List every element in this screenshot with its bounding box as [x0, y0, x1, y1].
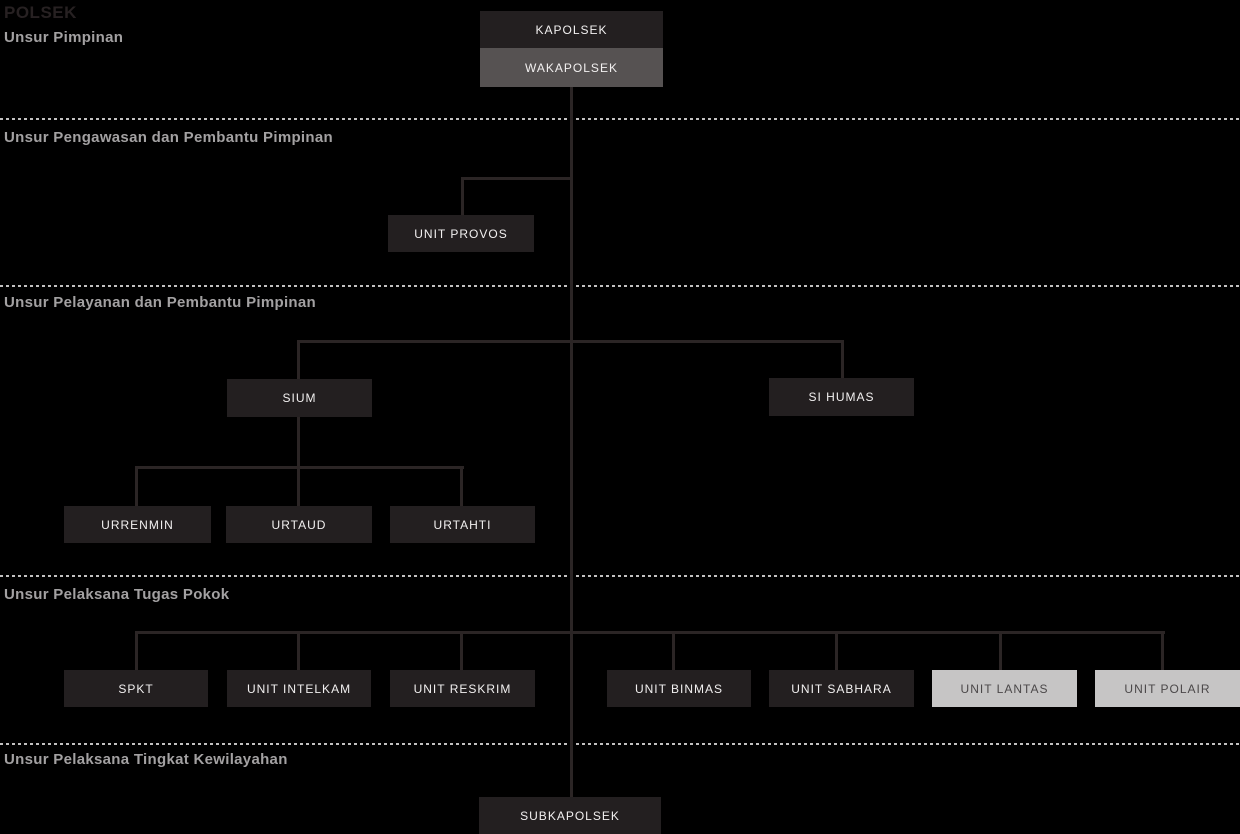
- connector-main-spine: [570, 87, 573, 797]
- connector-polair-stub: [1161, 634, 1164, 670]
- node-urrenmin: URRENMIN: [64, 506, 211, 543]
- node-unit-provos: UNIT PROVOS: [388, 215, 534, 252]
- connector-row3-horizontal: [297, 340, 844, 343]
- connector-urtaud-stub: [297, 469, 300, 506]
- section-divider-4: [0, 743, 1240, 745]
- connector-intelkam-stub: [297, 634, 300, 670]
- connector-binmas-stub: [672, 634, 675, 670]
- connector-urtahti-stub: [460, 469, 463, 506]
- section-heading-unsur-pimpinan: Unsur Pimpinan: [4, 29, 124, 46]
- section-heading-unsur-pelaksana-kewilayahan: Unsur Pelaksana Tingkat Kewilayahan: [4, 751, 288, 768]
- section-heading-unsur-pelaksana-tugas-pokok: Unsur Pelaksana Tugas Pokok: [4, 586, 230, 603]
- connector-lantas-stub: [999, 634, 1002, 670]
- node-unit-reskrim: UNIT RESKRIM: [390, 670, 535, 707]
- node-spkt: SPKT: [64, 670, 208, 707]
- node-wakapolsek: WAKAPOLSEK: [480, 48, 663, 87]
- connector-sihumas-stub-top: [841, 343, 844, 378]
- connector-urrenmin-stub: [135, 469, 138, 506]
- connector-reskrim-stub: [460, 634, 463, 670]
- section-heading-unsur-pengawasan: Unsur Pengawasan dan Pembantu Pimpinan: [4, 129, 333, 146]
- connector-sium-stub-bottom: [297, 417, 300, 466]
- node-sium: SIUM: [227, 379, 372, 417]
- connector-row4-horizontal: [135, 631, 1165, 634]
- node-unit-lantas: UNIT LANTAS: [932, 670, 1077, 707]
- node-urtahti: URTAHTI: [390, 506, 535, 543]
- node-unit-polair: UNIT POLAIR: [1095, 670, 1240, 707]
- node-unit-binmas: UNIT BINMAS: [607, 670, 751, 707]
- connector-provos-horizontal: [461, 177, 573, 180]
- connector-provos-stub: [461, 180, 464, 215]
- node-subkapolsek: SUBKAPOLSEK: [479, 797, 661, 834]
- node-si-humas: SI HUMAS: [769, 378, 914, 416]
- node-urtaud: URTAUD: [226, 506, 372, 543]
- node-unit-intelkam: UNIT INTELKAM: [227, 670, 371, 707]
- section-divider-1: [0, 118, 1240, 120]
- node-unit-sabhara: UNIT SABHARA: [769, 670, 914, 707]
- node-kapolsek: KAPOLSEK: [480, 11, 663, 48]
- connector-sabhara-stub: [835, 634, 838, 670]
- connector-spkt-stub: [135, 634, 138, 670]
- section-heading-unsur-pelayanan: Unsur Pelayanan dan Pembantu Pimpinan: [4, 294, 317, 311]
- connector-sium-stub-top: [297, 343, 300, 379]
- page-title: POLSEK: [4, 3, 77, 22]
- section-divider-3: [0, 575, 1240, 577]
- connector-row3b-horizontal: [135, 466, 464, 469]
- section-divider-2: [0, 285, 1240, 287]
